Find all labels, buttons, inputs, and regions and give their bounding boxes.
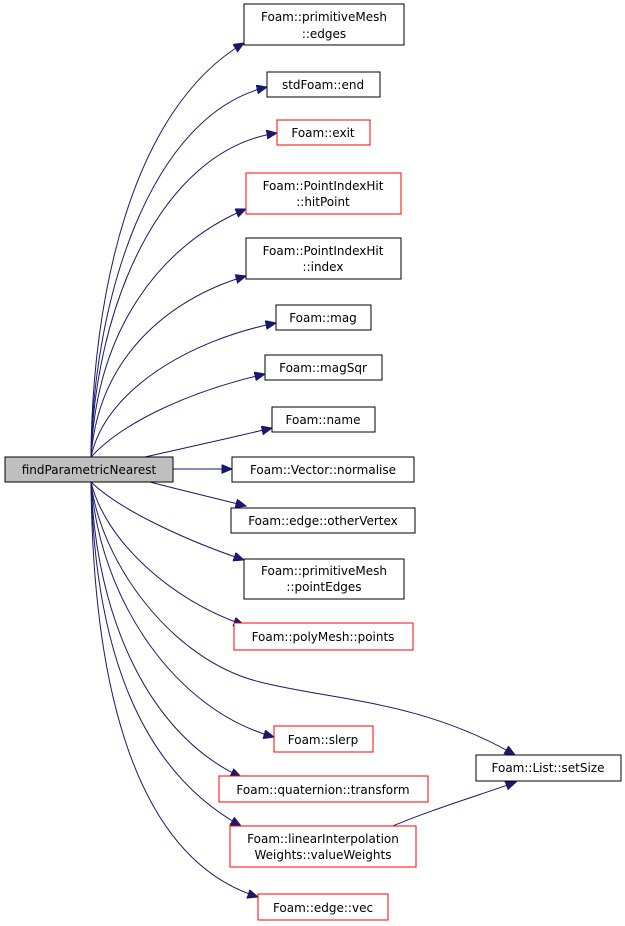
node-vector-normalise-label: Foam::Vector::normalise [250,463,396,477]
edge-layer [90,43,516,897]
node-edge-othervertex-label: Foam::edge::otherVertex [248,514,398,528]
edge-root-to-edge-othervertex [149,481,246,506]
node-pointindexhit-hitpoint[interactable]: Foam::PointIndexHit ::hitPoint [245,172,402,215]
edge-root-to-polymesh-points [90,481,244,625]
node-slerp-label: Foam::slerp [288,733,358,747]
edge-valueweights-to-list-setsize [387,782,516,829]
edge-root-to-list-setsize [90,481,515,755]
node-list-setsize[interactable]: Foam::List::setSize [475,754,622,782]
node-primitivemesh-pointedges-line2: ::pointEdges [286,580,361,594]
node-polymesh-points-label: Foam::polyMesh::points [252,630,395,644]
node-pointindexhit-index-line1: Foam::PointIndexHit [263,244,384,258]
node-magsqr-label: Foam::magSqr [279,361,367,375]
root-node-findparametricnearest[interactable]: findParametricNearest [4,456,174,483]
edge-root-to-slerp [90,481,274,737]
edge-root-to-stdFoam-end [90,87,267,458]
node-edge-othervertex[interactable]: Foam::edge::otherVertex [230,507,416,534]
node-name[interactable]: Foam::name [271,406,376,433]
edge-root-to-pointindexhit-index [90,276,246,458]
node-slerp[interactable]: Foam::slerp [273,725,374,753]
edge-root-to-name [144,428,272,458]
node-primitivemesh-edges-line2: ::edges [302,27,346,41]
node-linearinterpolationweights-valueweights[interactable]: Foam::linearInterpolation Weights::value… [229,825,417,868]
node-polymesh-points[interactable]: Foam::polyMesh::points [233,622,414,651]
node-layer: findParametricNearest Foam::primitiveMes… [4,3,622,921]
node-valueweights-line1: Foam::linearInterpolation [247,832,399,846]
edge-root-to-quaternion-transform [90,481,241,777]
edge-root-to-exit [90,133,277,458]
node-primitivemesh-edges[interactable]: Foam::primitiveMesh ::edges [243,3,405,46]
node-vector-normalise[interactable]: Foam::Vector::normalise [231,456,415,483]
node-pointindexhit-index-line2: ::index [303,260,344,274]
node-edge-vec[interactable]: Foam::edge::vec [257,893,389,921]
node-primitivemesh-pointedges-line1: Foam::primitiveMesh [261,564,387,578]
edge-root-to-primitiveMesh-pointedges [90,481,244,560]
node-pointindexhit-index[interactable]: Foam::PointIndexHit ::index [245,237,402,280]
edge-root-to-magsqr [90,374,265,458]
node-pointindexhit-hitpoint-line2: ::hitPoint [296,195,350,209]
edge-root-to-mag [90,323,276,458]
root-node-label: findParametricNearest [22,463,157,477]
node-stdfoam-end[interactable]: stdFoam::end [266,71,381,98]
node-valueweights-line2: Weights::valueWeights [255,848,392,862]
edge-root-to-pointindexhit-hitpoint [90,209,246,458]
node-name-label: Foam::name [286,413,361,427]
node-quaternion-transform[interactable]: Foam::quaternion::transform [218,775,429,803]
node-stdfoam-end-label: stdFoam::end [282,78,364,92]
edge-root-to-linearinterpolationweights-valueweights [90,481,241,826]
node-list-setsize-label: Foam::List::setSize [492,761,605,775]
node-mag-label: Foam::mag [289,311,357,325]
node-magsqr[interactable]: Foam::magSqr [264,354,383,381]
edge-root-to-primitiveMesh-edges [90,43,244,458]
edge-root-to-edge-vec [90,481,258,897]
node-primitivemesh-pointedges[interactable]: Foam::primitiveMesh ::pointEdges [243,558,405,600]
node-edge-vec-label: Foam::edge::vec [273,901,373,915]
node-mag[interactable]: Foam::mag [275,304,372,331]
node-exit[interactable]: Foam::exit [276,119,371,146]
node-exit-label: Foam::exit [291,126,355,140]
node-pointindexhit-hitpoint-line1: Foam::PointIndexHit [263,179,384,193]
node-quaternion-transform-label: Foam::quaternion::transform [236,783,409,797]
node-primitivemesh-edges-line1: Foam::primitiveMesh [261,10,387,24]
